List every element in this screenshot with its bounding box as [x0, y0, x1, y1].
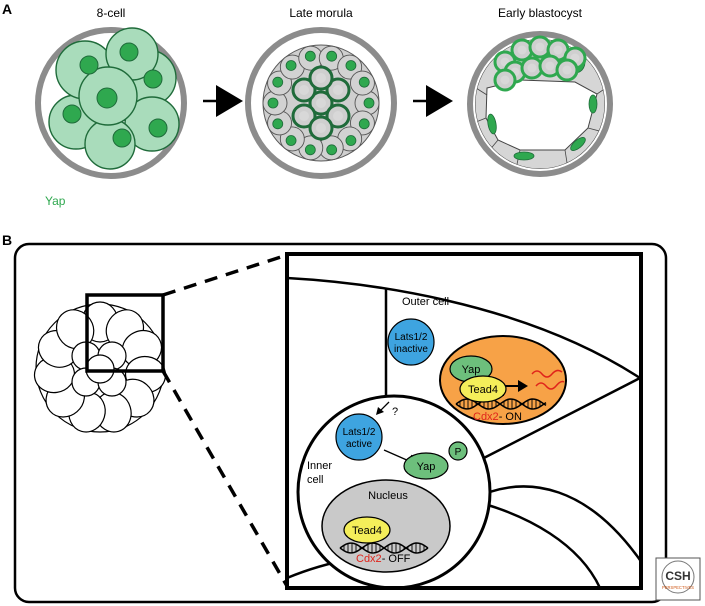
phospho-label: P [455, 447, 462, 458]
panel-b-letter: B [2, 232, 12, 248]
csh-perspectives-logo: CSH PERSPECTIVES [655, 557, 701, 601]
embryo-8-cell [35, 27, 187, 179]
yap-inner-label: Yap [417, 461, 436, 473]
panel-a-letter: A [2, 1, 12, 17]
embryo-early-blastocyst [467, 31, 613, 177]
yap-outer-label: Yap [462, 364, 481, 376]
arrow-2 [413, 85, 453, 117]
outer-cell-label: Outer cell [402, 296, 449, 308]
dna-inner-icon [339, 542, 429, 554]
inner-cell-label-1: Inner [307, 460, 332, 472]
yap-legend-label: Yap [45, 194, 66, 208]
svg-text:PERSPECTIVES: PERSPECTIVES [662, 585, 694, 590]
stage-label-2: Late morula [289, 6, 353, 20]
lats-active-label-1: Lats1/2 [343, 427, 376, 438]
svg-text:CSH: CSH [665, 569, 690, 583]
tead4-outer-label: Tead4 [468, 384, 498, 396]
question-mark: ? [392, 406, 398, 418]
lats-inactive-node: Lats1/2 inactive [387, 318, 435, 366]
small-embryo [33, 301, 167, 433]
zoom-region-box [85, 293, 165, 373]
yap-inner-node: Yap [403, 452, 449, 480]
tead4-inner-label: Tead4 [352, 525, 382, 537]
embryo-late-morula [245, 27, 397, 179]
stage-label-1: 8-cell [97, 6, 126, 20]
tead4-outer-node: Tead4 [459, 375, 507, 403]
tead4-inner-node: Tead4 [343, 516, 391, 544]
inner-cell-label-2: cell [307, 474, 324, 486]
nucleus-label: Nucleus [368, 490, 408, 502]
activation-arrow: ? [376, 401, 398, 418]
mrna-icon [531, 369, 565, 390]
phospho-node: P [448, 441, 468, 461]
arrow-1 [203, 85, 243, 117]
lats-inactive-label-2: inactive [394, 344, 428, 355]
lats-active-node: Lats1/2 active [335, 413, 383, 461]
dna-outer-icon [455, 398, 547, 410]
stage-label-3: Early blastocyst [498, 6, 583, 20]
zoom-line-bottom [161, 370, 289, 587]
cdx2-inner-label: Cdx2- OFF [356, 553, 411, 565]
lats-active-label-2: active [346, 439, 373, 450]
lats-inactive-label-1: Lats1/2 [395, 332, 428, 343]
cdx2-outer-label: Cdx2- ON [473, 411, 522, 423]
